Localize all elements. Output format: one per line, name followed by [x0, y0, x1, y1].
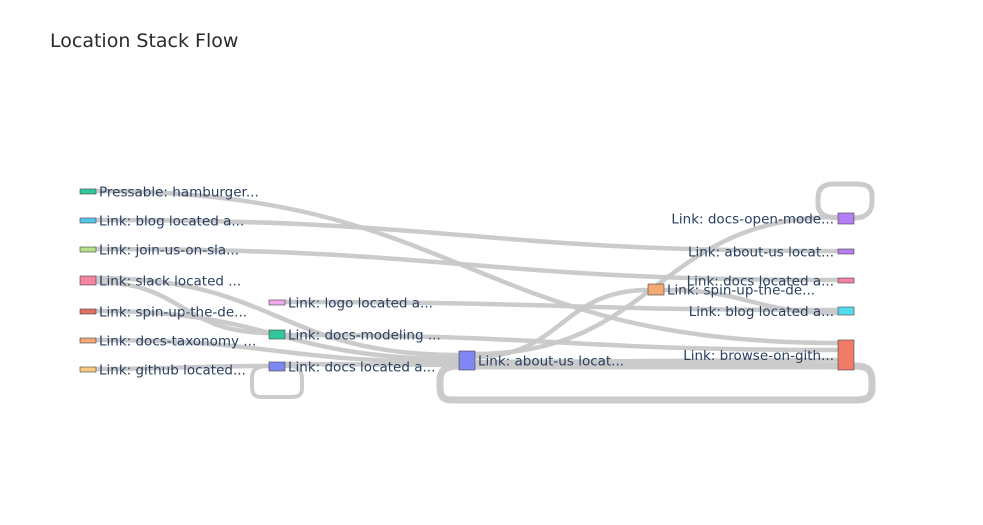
link-n9-n10: [282, 361, 462, 368]
node-label-n13: Link: about-us locat...: [688, 245, 834, 261]
link-n3-n8: [93, 279, 272, 336]
node-n4[interactable]: [79, 308, 97, 315]
link-n1-n13: [93, 217, 841, 254]
node-n1[interactable]: [79, 217, 97, 224]
node-label-n8: Link: docs-modeling ...: [288, 328, 441, 344]
link-n10-n16: [472, 357, 841, 365]
node-label-n12: Link: docs-open-mode...: [671, 212, 834, 228]
node-label-n14: Link: docs located a...: [687, 274, 834, 290]
node-label-n7: Link: logo located a...: [288, 296, 433, 312]
node-label-n11: Link: spin-up-the-de...: [667, 283, 815, 299]
node-label-n6: Link: github located...: [99, 363, 246, 379]
node-label-n5: Link: docs-taxonomy ...: [99, 334, 256, 350]
node-label-n15: Link: blog located a...: [689, 304, 834, 320]
node-label-n4: Link: spin-up-the-de...: [99, 305, 247, 321]
link-n6-n9: [93, 363, 272, 372]
link-n3-n10: [93, 275, 462, 358]
node-label-n0: Pressable: hamburger...: [99, 185, 259, 201]
node-n16[interactable]: [837, 339, 855, 371]
node-n12[interactable]: [837, 212, 855, 225]
node-n15[interactable]: [837, 306, 855, 316]
node-n13[interactable]: [837, 248, 855, 255]
node-label-n3: Link: slack located ...: [99, 274, 241, 290]
link-n11-n15: [661, 287, 841, 316]
link-n5-n10: [93, 337, 462, 365]
node-label-n2: Link: join-us-on-sla...: [99, 243, 239, 259]
node-label-n10: Link: about-us locat...: [478, 354, 624, 370]
link-n0-n16: [93, 188, 841, 346]
node-n5[interactable]: [79, 337, 97, 344]
link-n2-n14: [93, 246, 841, 283]
node-n6[interactable]: [79, 366, 97, 373]
link-n7-n15: [282, 299, 841, 313]
links-layer: [93, 181, 876, 404]
nodes-layer: Pressable: hamburger... Link: blog locate…: [79, 185, 855, 379]
node-label-n1: Link: blog located a...: [99, 214, 244, 230]
node-n8[interactable]: [268, 329, 286, 340]
node-n11[interactable]: [647, 283, 665, 296]
link-n10-n10: [436, 362, 876, 404]
node-label-n9: Link: docs located a...: [288, 360, 435, 376]
chart-title: Location Stack Flow: [50, 30, 239, 52]
node-n14[interactable]: [837, 277, 855, 284]
node-n10[interactable]: [458, 350, 476, 371]
link-n12-n12: [815, 181, 875, 221]
node-n0[interactable]: [79, 188, 97, 195]
node-n9[interactable]: [268, 361, 286, 372]
node-n2[interactable]: [79, 246, 97, 253]
node-label-n16: Link: browse-on-gith...: [683, 348, 834, 364]
node-n7[interactable]: [268, 299, 286, 306]
link-n10-n11: [472, 287, 651, 360]
node-n3[interactable]: [79, 275, 97, 286]
link-n9-n9: [250, 364, 304, 399]
